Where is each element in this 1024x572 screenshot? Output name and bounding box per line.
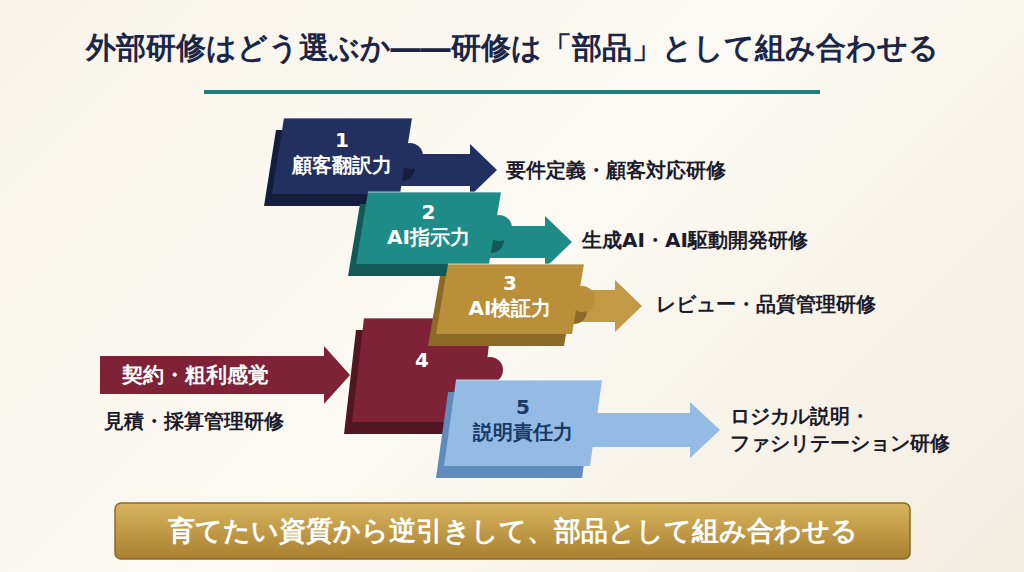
skill-name: 説明責任力 bbox=[473, 419, 573, 446]
piece-number: 2 bbox=[422, 200, 436, 224]
piece-face bbox=[444, 380, 602, 466]
training-label: 見積・採算管理研修 bbox=[104, 408, 284, 435]
banner-text: 育てたい資質から逆引きして、部品として組み合わせる bbox=[168, 513, 858, 549]
piece-face bbox=[356, 192, 512, 264]
arrow-label: 契約・粗利感覚 bbox=[122, 361, 269, 389]
arrow-shape bbox=[100, 346, 350, 404]
puzzle-piece: 2AI指示力 bbox=[356, 192, 501, 264]
training-label: ロジカル説明・ ファシリテーション研修 bbox=[730, 403, 1010, 457]
piece-number: 5 bbox=[516, 395, 530, 419]
puzzle-piece: 5説明責任力 bbox=[444, 380, 602, 466]
skill-name: 顧客翻訳力 bbox=[292, 152, 392, 179]
puzzle-piece: 1顧客翻訳力 bbox=[272, 118, 412, 194]
piece-face bbox=[436, 264, 595, 334]
training-label: 生成AI・AI駆動開発研修 bbox=[582, 227, 808, 254]
arrow-box: 契約・粗利感覚 bbox=[100, 352, 350, 398]
training-label: 要件定義・顧客対応研修 bbox=[506, 157, 726, 184]
training-label: レビュー・品質管理研修 bbox=[656, 291, 876, 318]
banner-shape bbox=[115, 503, 910, 559]
skill-name: AI指示力 bbox=[387, 224, 470, 251]
arrow-shape bbox=[592, 402, 720, 458]
summary-banner: 育てたい資質から逆引きして、部品として組み合わせる bbox=[115, 503, 910, 559]
piece-number: 1 bbox=[335, 128, 349, 152]
skill-name: AI検証力 bbox=[469, 295, 552, 322]
title-underline bbox=[204, 90, 820, 94]
title: 外部研修はどう選ぶか――研修は「部品」として組み合わせる bbox=[0, 28, 1024, 69]
piece-face bbox=[272, 118, 423, 194]
piece-number: 3 bbox=[503, 271, 517, 295]
piece-number: 4 bbox=[415, 348, 429, 372]
puzzle-piece: 3AI検証力 bbox=[436, 264, 584, 334]
